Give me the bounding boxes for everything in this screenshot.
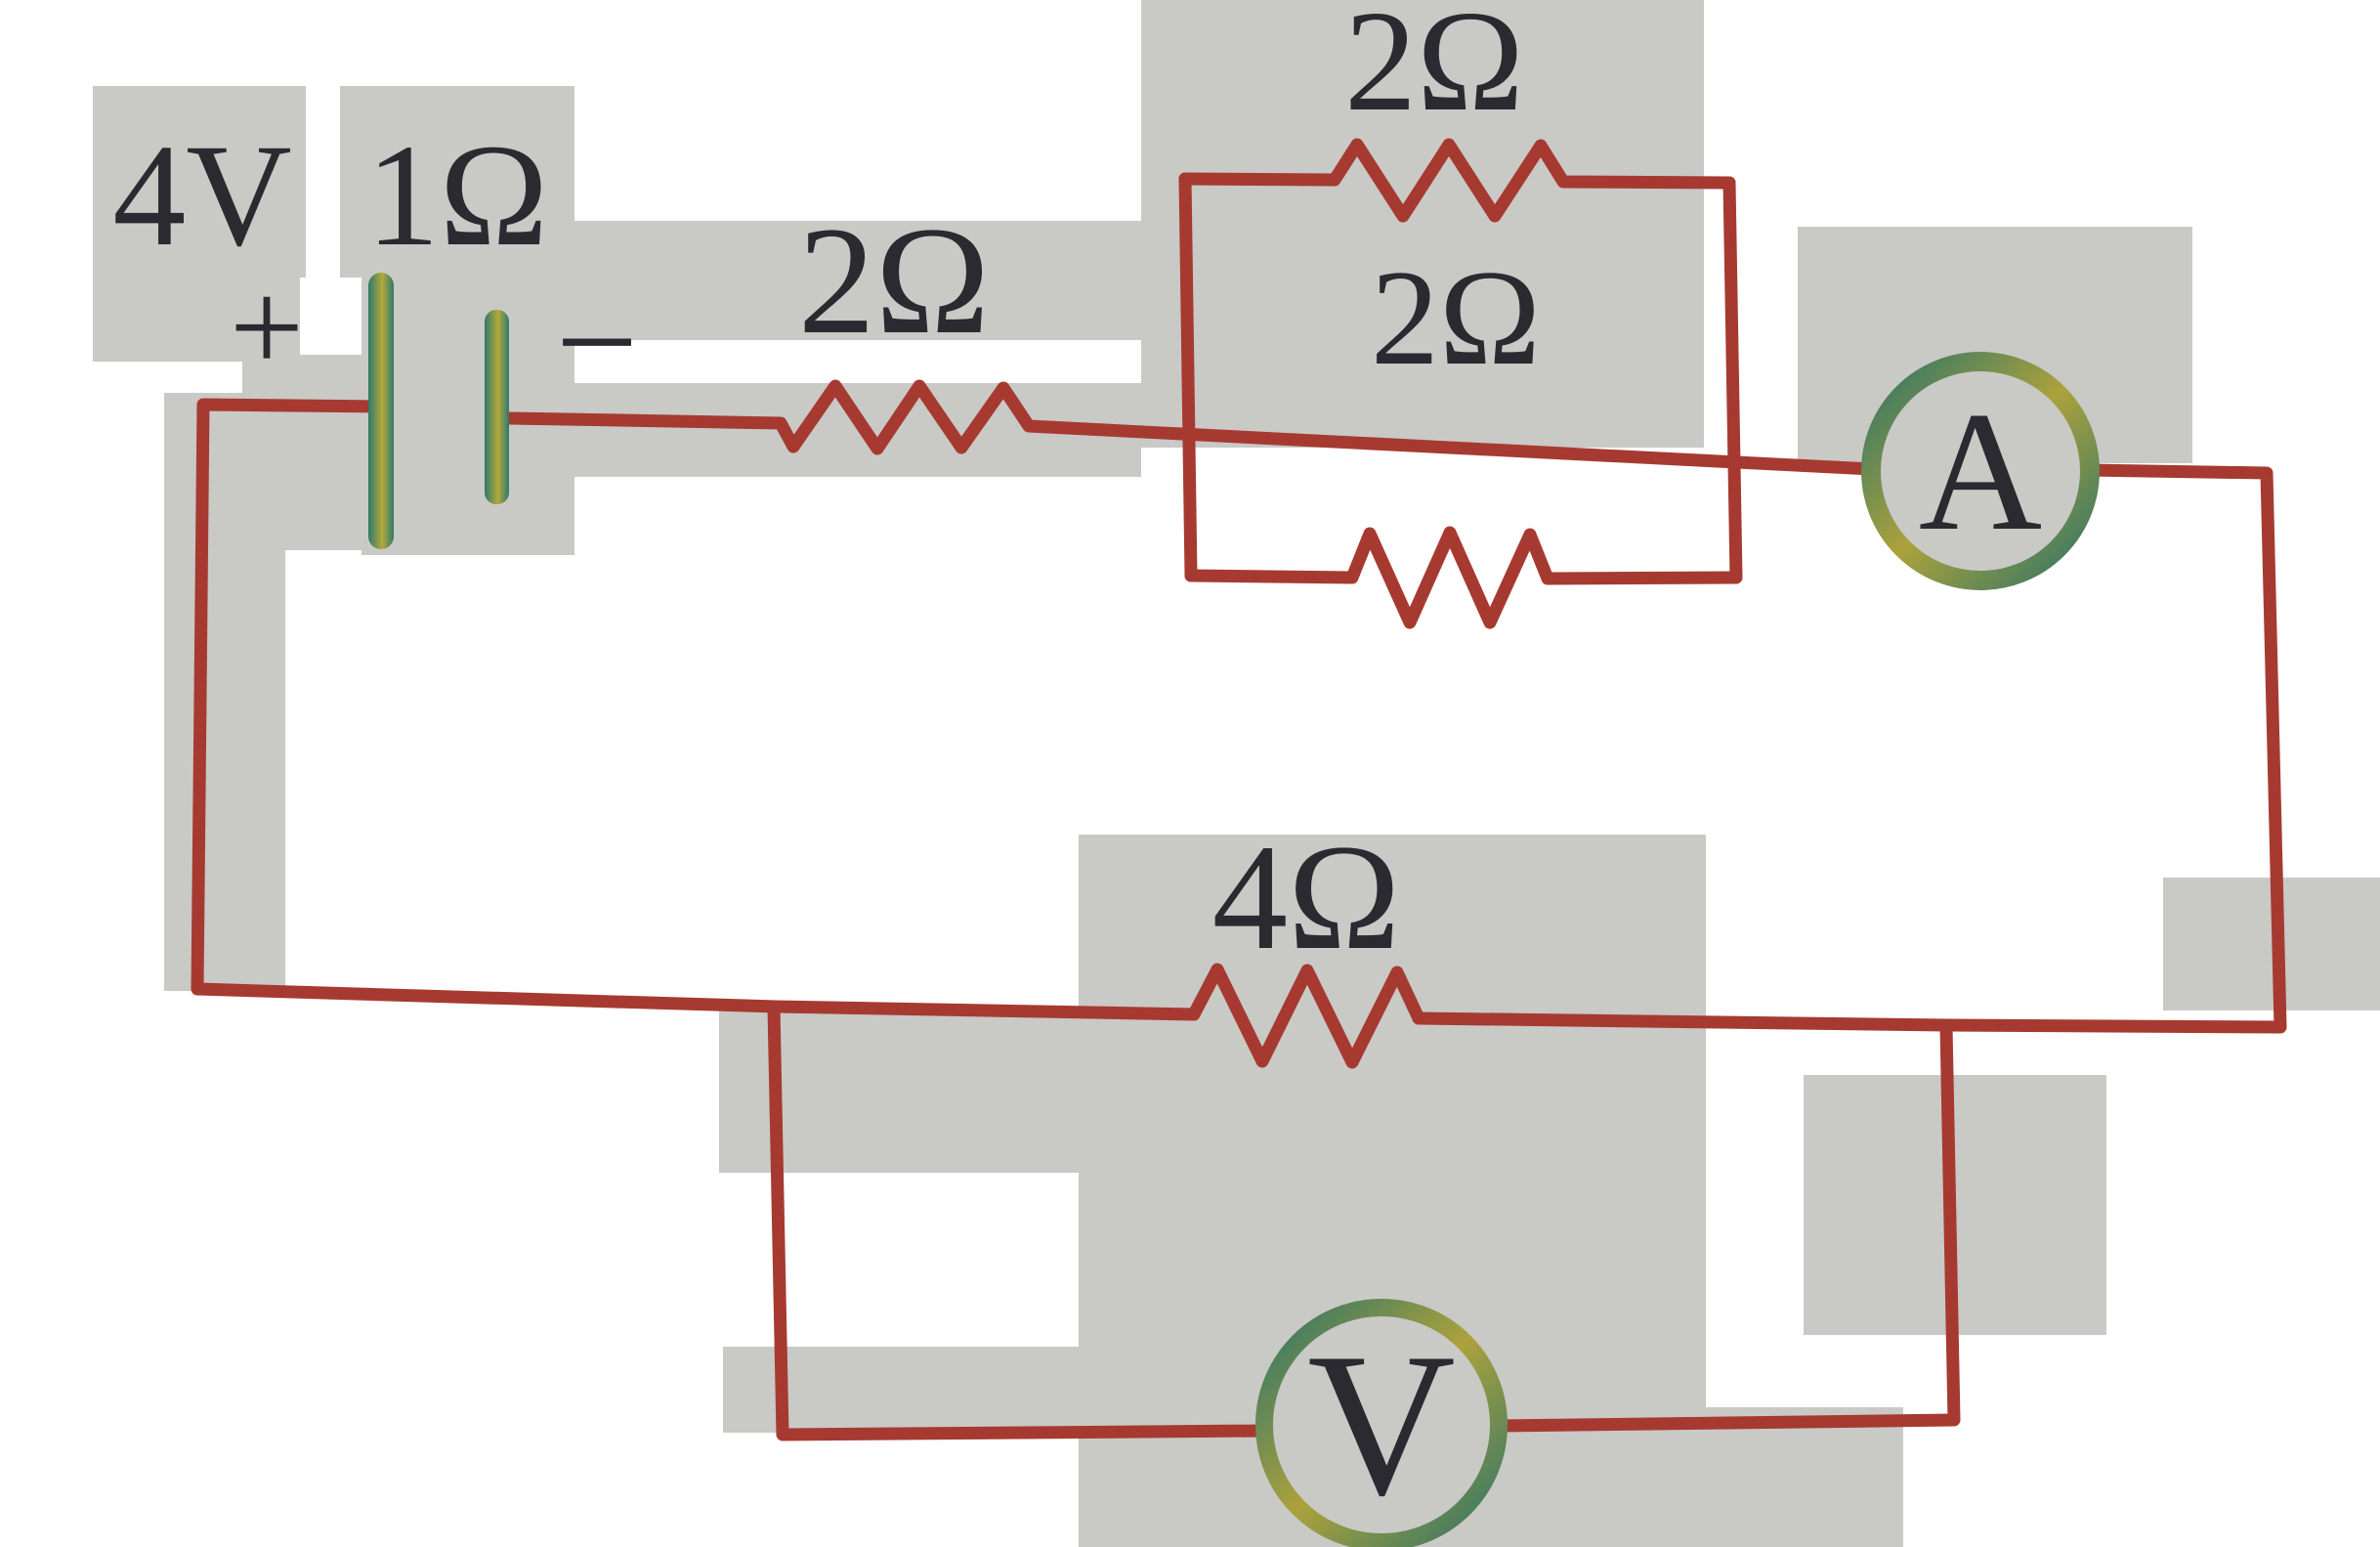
- wire-bottom-right-and-right-edge: [1412, 463, 2287, 1034]
- series-resistor-label: 2Ω: [798, 195, 990, 366]
- battery: [368, 273, 509, 549]
- labels: 4V 1Ω + − 2Ω 2Ω 2Ω 4Ω A V: [112, 0, 2042, 1538]
- meters: [1255, 352, 2100, 1547]
- parallel-box-right-edge: [1722, 176, 1743, 584]
- ammeter-circle: [1861, 352, 2100, 590]
- ammeter-label: A: [1919, 376, 2042, 566]
- battery-emf-label: 4V: [112, 114, 291, 277]
- battery-plus-sign: +: [230, 255, 304, 401]
- voltmeter-label: V: [1307, 1311, 1456, 1538]
- blotch: [574, 221, 1141, 340]
- parallel-top-resistor-label: 2Ω: [1344, 0, 1524, 142]
- blotch: [164, 393, 285, 991]
- parallel-top-branch-zigzag: [1178, 138, 1736, 223]
- blotch: [93, 278, 300, 362]
- wire-battery-to-bottom-left: [191, 398, 1201, 1021]
- battery-minus-sign: −: [556, 261, 639, 423]
- load-resistor-label: 4Ω: [1212, 813, 1401, 981]
- blotch: [93, 86, 306, 278]
- voltmeter-branch-right: [1492, 1019, 1961, 1433]
- parallel-box-left-edge: [1178, 172, 1198, 582]
- voltmeter-circle: [1255, 1299, 1508, 1547]
- load-resistor-zigzag: [1187, 963, 1425, 1069]
- blotch: [361, 225, 574, 555]
- voltmeter-branch-left: [767, 1001, 1271, 1441]
- blotch: [1079, 835, 1706, 1079]
- parallel-second-resistor-label: 2Ω: [1371, 242, 1541, 394]
- battery-long-plate: [368, 273, 394, 549]
- blotch: [1141, 0, 1704, 448]
- wires: [191, 138, 2287, 1441]
- parallel-bottom-branch-zigzag: [1184, 526, 1741, 629]
- battery-internal-resistance-label: 1Ω: [366, 114, 548, 277]
- battery-short-plate: [485, 310, 509, 504]
- wire-middle-with-series-resistor: [503, 379, 1878, 476]
